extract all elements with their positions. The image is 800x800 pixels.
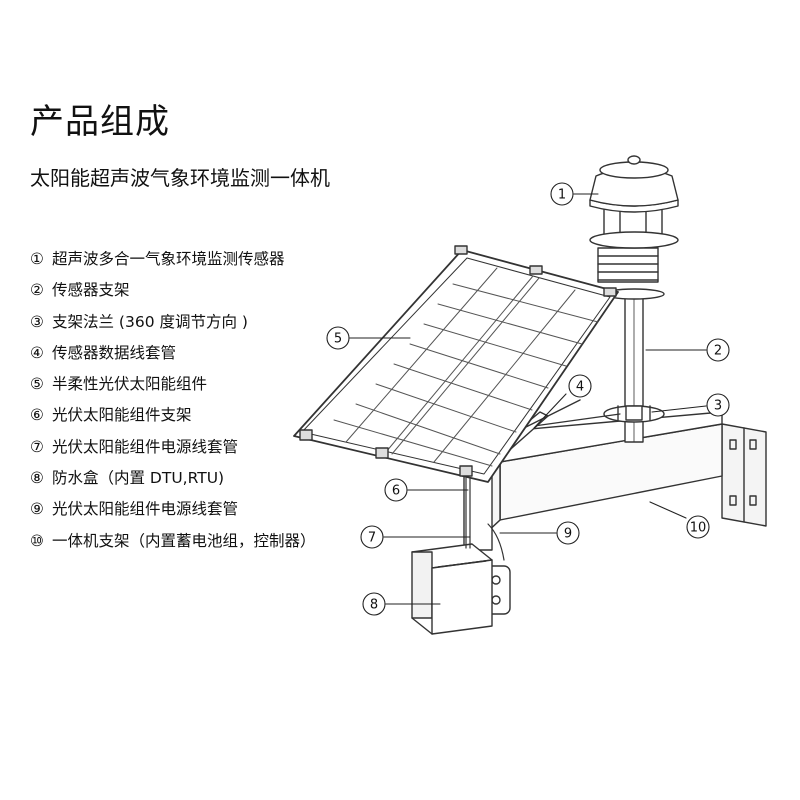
- vertical-post: [463, 461, 501, 551]
- callout-5: [326, 326, 350, 350]
- legend-label: 支架法兰 (360 度调节方向 ): [52, 312, 248, 331]
- callout-9: [556, 521, 580, 545]
- callout-label: 7: [368, 531, 376, 546]
- component-legend: ① 超声波多合一气象环境监测传感器 ② 传感器支架 ③ 支架法兰 (360 度调节方向…: [30, 244, 316, 557]
- callout-1: [550, 182, 574, 206]
- callout-label: 10: [690, 521, 707, 536]
- legend-label: 光伏太阳能组件支架: [52, 406, 192, 425]
- callout-label: 1: [558, 188, 566, 203]
- solar-cells: [333, 267, 599, 467]
- callout-6: [384, 478, 408, 502]
- legend-number: ①: [30, 250, 44, 268]
- callout-2: [706, 338, 730, 362]
- callout-label: 8: [370, 598, 378, 613]
- legend-number: ⑧: [30, 469, 44, 488]
- mounting-plate: [721, 423, 767, 527]
- legend-item: ① 超声波多合一气象环境监测传感器: [30, 244, 316, 275]
- legend-label: 一体机支架（内置蓄电池组，控制器）: [52, 531, 316, 550]
- solar-panel: [293, 245, 619, 483]
- legend-item: ⑤ 半柔性光伏太阳能组件: [30, 369, 316, 400]
- callout-7: [360, 525, 384, 549]
- legend-item: ⑥ 光伏太阳能组件支架: [30, 400, 316, 431]
- callout-label: 3: [714, 399, 722, 414]
- leader-lines: [349, 193, 707, 605]
- legend-label: 光伏太阳能组件电源线套管: [52, 500, 239, 519]
- page-title: 产品组成: [30, 102, 170, 142]
- callout-8: [362, 592, 386, 616]
- waterproof-box: [411, 543, 511, 635]
- callout-label: 5: [334, 332, 342, 347]
- legend-label: 半柔性光伏太阳能组件: [52, 375, 208, 394]
- callout-label: 9: [564, 527, 572, 542]
- legend-item: ② 传感器支架: [30, 275, 316, 306]
- legend-number: ⑦: [30, 437, 44, 456]
- legend-item: ④ 传感器数据线套管: [30, 338, 316, 369]
- legend-label: 光伏太阳能组件电源线套管: [52, 437, 239, 456]
- legend-label: 超声波多合一气象环境监测传感器: [52, 250, 285, 268]
- legend-label: 传感器数据线套管: [52, 343, 177, 362]
- legend-item: ⑨ 光伏太阳能组件电源线套管: [30, 494, 316, 525]
- legend-item: ⑩ 一体机支架（内置蓄电池组，控制器）: [30, 526, 316, 557]
- legend-item: ⑦ 光伏太阳能组件电源线套管: [30, 432, 316, 463]
- callout-3: [706, 393, 730, 417]
- legend-number: ⑥: [30, 406, 44, 425]
- weather-sensor: [589, 155, 679, 300]
- legend-number: ②: [30, 281, 44, 300]
- callout-label: 4: [576, 380, 584, 395]
- callout-label: 2: [714, 344, 722, 359]
- callout-4: [568, 374, 592, 398]
- legend-item: ③ 支架法兰 (360 度调节方向 ): [30, 307, 316, 338]
- legend-number: ⑤: [30, 375, 44, 394]
- page-subtitle: 太阳能超声波气象环境监测一体机: [30, 166, 330, 190]
- legend-item: ⑧ 防水盒（内置 DTU,RTU): [30, 463, 316, 494]
- callout-label: 6: [392, 484, 400, 499]
- callouts: [326, 182, 730, 616]
- legend-label: 传感器支架: [52, 281, 130, 300]
- legend-label: 防水盒（内置 DTU,RTU): [52, 469, 225, 488]
- legend-number: ④: [30, 343, 44, 362]
- callout-10: [686, 515, 710, 539]
- legend-number: ⑩: [30, 531, 44, 550]
- legend-number: ⑨: [30, 500, 44, 519]
- legend-number: ③: [30, 312, 44, 331]
- sensor-pole: [603, 291, 665, 443]
